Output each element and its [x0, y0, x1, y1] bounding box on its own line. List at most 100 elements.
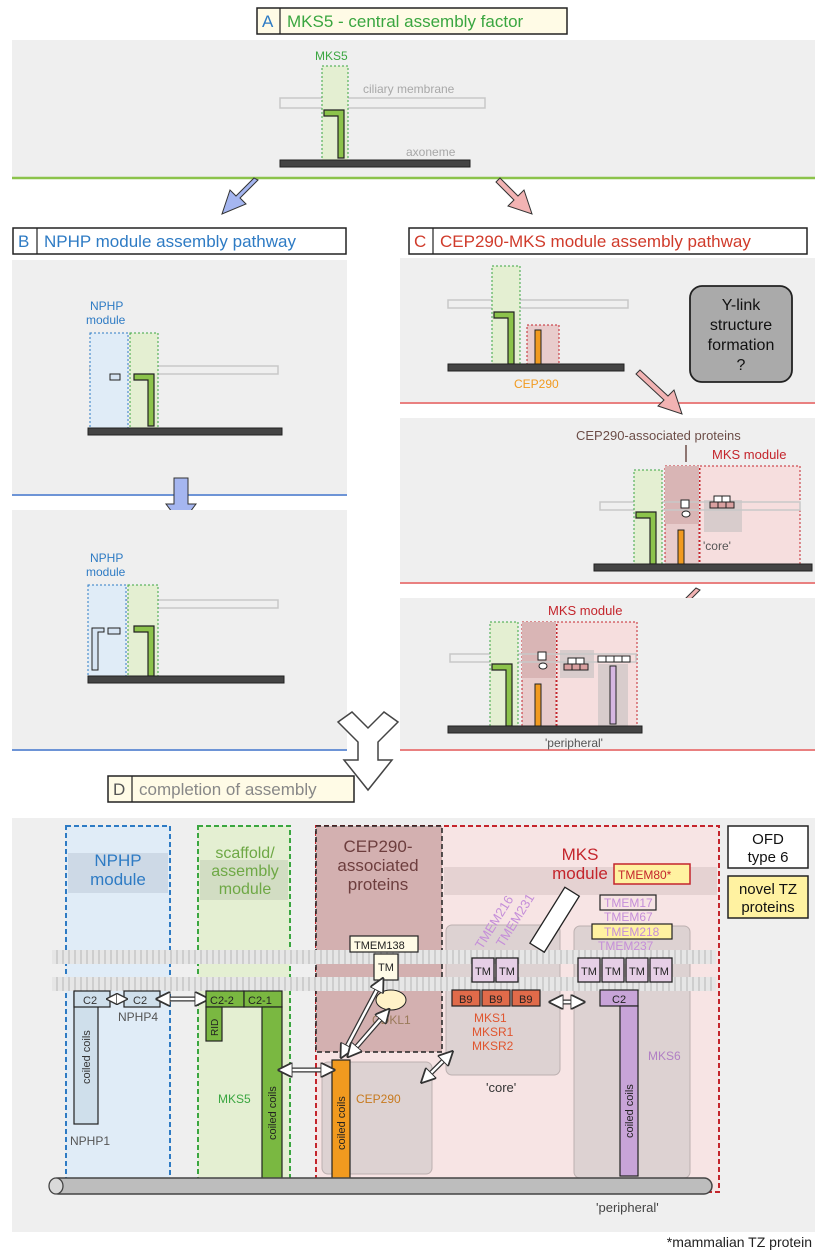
panel-b-step2	[12, 510, 347, 750]
tmem138-label: TMEM138	[354, 940, 405, 952]
cdkl1-protein	[375, 989, 407, 1011]
cep290-protein-c1	[534, 329, 542, 366]
merge-arrow	[336, 711, 400, 792]
core-tm-2	[495, 957, 519, 983]
nphp1-coiled-label: coiled coils	[81, 1030, 93, 1084]
panel-b-letter: B	[18, 232, 29, 251]
panel-a-title: MKS5 - central assembly factor	[287, 12, 524, 31]
mks6-c2-domain	[599, 989, 639, 1007]
mks5-coiled-label: coiled coils	[267, 1086, 279, 1140]
periph-tm-3	[625, 957, 649, 983]
periph-tm-4-label: TM	[653, 966, 669, 978]
nphp1-c2-label: C2	[83, 995, 97, 1007]
mks5-protein-b1	[133, 373, 155, 427]
panel-d-title: completion of assembly	[139, 780, 317, 799]
mks-module-label-c2: MKS module	[712, 447, 786, 462]
cep290-region-c1	[526, 324, 560, 368]
panel-a-label-box	[256, 7, 568, 35]
tmem231-box	[528, 886, 581, 954]
mks5-protein	[323, 109, 345, 159]
ciliary-membrane	[279, 97, 486, 109]
mks5-region-c3	[489, 621, 519, 733]
panel-a-letter: A	[262, 12, 274, 31]
mks5-label: MKS5	[315, 49, 348, 63]
core-tm-1	[471, 957, 495, 983]
b9-label-1: B9	[459, 994, 472, 1006]
nphp4-c2-label: C2	[133, 995, 147, 1007]
nphp1-protein	[73, 991, 99, 1125]
panel-c: C CEP290-MKS module assembly pathway CEP…	[400, 227, 815, 751]
tmem17-label: TMEM17	[604, 896, 653, 910]
panel-d-letter: D	[113, 780, 125, 799]
nphp4-label: NPHP4	[118, 1010, 158, 1024]
panel-a: A MKS5 - central assembly factor MKS5 ci…	[12, 7, 815, 180]
tmem218-label: TMEM218	[604, 925, 660, 939]
mks6-coiled-coils	[619, 1005, 639, 1177]
periph-tm-2	[601, 957, 625, 983]
periph-tm-3-label: TM	[629, 966, 645, 978]
mks5-c2-2-label: C2-2	[210, 995, 234, 1007]
cep290-assoc-label-c2: CEP290-associated proteins	[576, 428, 741, 443]
core-tm-2-label: TM	[499, 966, 515, 978]
legend-ofd-box	[727, 825, 809, 869]
panel-c-label-box	[408, 227, 808, 255]
axoneme-d	[49, 1177, 713, 1195]
periph-tm-1-label: TM	[581, 966, 597, 978]
mks6-label: MKS6	[648, 1049, 681, 1063]
legend-novel-tz-box	[727, 875, 809, 919]
panel-b-step1	[12, 260, 347, 495]
axoneme-c1	[447, 363, 625, 372]
mks5-c2-1-label: C2-1	[248, 995, 272, 1007]
tmem237-label: TMEM237	[598, 939, 654, 953]
mks5-rid-domain	[205, 1006, 223, 1042]
mks5-label-d: MKS5	[218, 1092, 251, 1106]
periph-tm-1	[577, 957, 601, 983]
periph-tm-4	[649, 957, 673, 983]
core-label-c2: 'core'	[703, 539, 731, 553]
ciliary-membrane-label: ciliary membrane	[363, 82, 455, 96]
mks-module-label-c3: MKS module	[548, 603, 622, 618]
axoneme-b1	[87, 427, 283, 436]
axoneme-c3	[447, 725, 643, 734]
tmem138-tm-label: TM	[378, 962, 394, 974]
b9-domain-3	[511, 989, 541, 1007]
mks6-coiled-label: coiled coils	[624, 1084, 636, 1138]
axoneme-b2	[87, 675, 285, 684]
mks5-rid-label: RID	[210, 1019, 221, 1036]
arrow-c1-c2	[635, 369, 683, 415]
arrow-to-b	[221, 177, 259, 215]
peripheral-label-d: 'peripheral'	[596, 1200, 659, 1215]
panel-c-title: CEP290-MKS module assembly pathway	[440, 232, 751, 251]
footnote: *mammalian TZ protein	[667, 1234, 812, 1250]
tmem80-label: TMEM80*	[618, 868, 672, 882]
tmem80-box	[613, 863, 691, 885]
cep290-coiled-label: coiled coils	[336, 1096, 348, 1150]
mks6-c2-label: C2	[612, 994, 626, 1006]
axoneme	[279, 159, 471, 168]
panel-b-title: NPHP module assembly pathway	[44, 232, 296, 251]
panel-a-background	[12, 40, 815, 178]
b9-domain-1	[451, 989, 481, 1007]
nphp-protein-b2	[91, 627, 105, 671]
b9-domain-2	[481, 989, 511, 1007]
arrow-to-c	[495, 177, 533, 215]
mks1-label: MKS1	[474, 1011, 507, 1025]
cep290-protein-c2	[677, 529, 685, 565]
mks6-protein-c3	[609, 665, 617, 725]
mksr2-label: MKSR2	[472, 1039, 514, 1053]
b9-label-3: B9	[519, 994, 532, 1006]
cep290-label-c1: CEP290	[514, 377, 559, 391]
nphp-fragment-1	[109, 373, 121, 381]
nphp-region-1	[89, 332, 129, 431]
